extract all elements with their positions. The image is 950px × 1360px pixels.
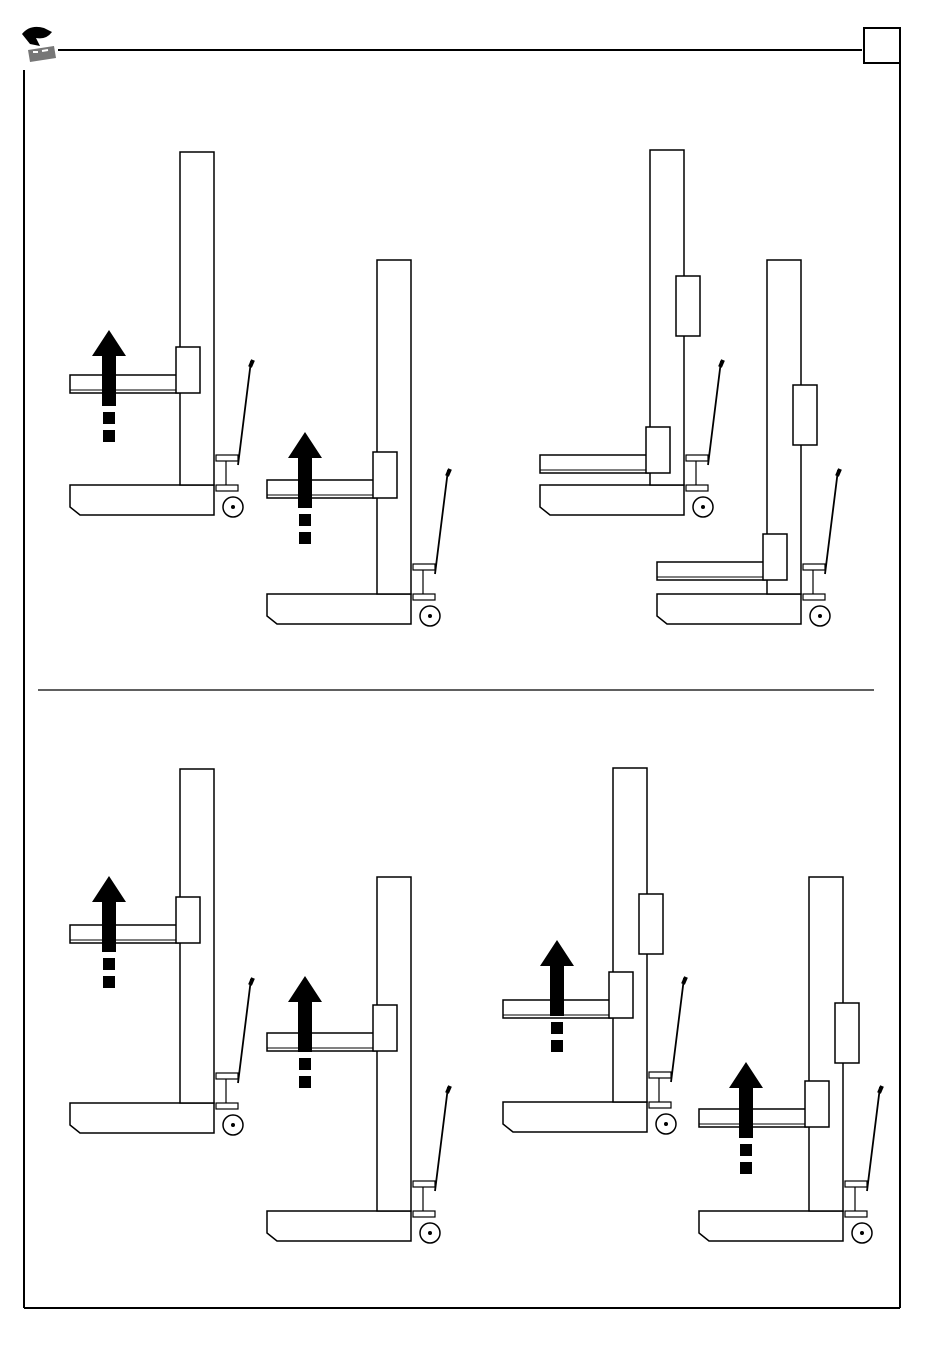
base-leg bbox=[657, 594, 801, 624]
carriage bbox=[805, 1081, 829, 1127]
arrow-dash bbox=[299, 1076, 311, 1088]
lift-raised-4 bbox=[267, 877, 450, 1243]
up-arrow-icon bbox=[540, 940, 574, 1052]
handle-bracket bbox=[413, 564, 435, 570]
wheel-hub bbox=[664, 1122, 668, 1126]
handle-bar bbox=[867, 1087, 880, 1191]
carriage bbox=[176, 347, 200, 393]
handle-bracket bbox=[803, 564, 825, 570]
counterweight bbox=[793, 385, 817, 445]
handle-bar bbox=[238, 361, 251, 465]
lift-illustrations bbox=[70, 150, 882, 1243]
arrow-dash bbox=[740, 1162, 752, 1174]
base-leg bbox=[267, 1211, 411, 1241]
counterweight bbox=[639, 894, 663, 954]
handle-bracket bbox=[216, 1073, 238, 1079]
handle-bracket bbox=[413, 1181, 435, 1187]
wheel-bracket bbox=[845, 1211, 867, 1217]
handle-bracket bbox=[649, 1072, 671, 1078]
carriage bbox=[646, 427, 670, 473]
arrow-dash bbox=[299, 1058, 311, 1070]
handle-bar bbox=[435, 470, 448, 574]
carriage bbox=[763, 534, 787, 580]
page-number-box bbox=[864, 28, 900, 63]
handle-grip bbox=[837, 469, 840, 476]
wheel-hub bbox=[701, 505, 705, 509]
arrow-dash bbox=[551, 1022, 563, 1034]
wheel-hub bbox=[860, 1231, 864, 1235]
wheel-bracket bbox=[686, 485, 708, 491]
arrow-dash bbox=[740, 1144, 752, 1156]
base-leg bbox=[267, 594, 411, 624]
arrow-dash bbox=[103, 412, 115, 424]
handle-bar bbox=[671, 978, 684, 1082]
arrow-shaft bbox=[92, 330, 126, 406]
handle-grip bbox=[447, 469, 450, 476]
handle-bar bbox=[825, 470, 838, 574]
base-leg bbox=[503, 1102, 647, 1132]
wheel-hub bbox=[231, 505, 235, 509]
wheel-bracket bbox=[649, 1102, 671, 1108]
arrow-dash bbox=[299, 532, 311, 544]
handle-bracket bbox=[686, 455, 708, 461]
wheel-bracket bbox=[803, 594, 825, 600]
handle-grip bbox=[879, 1086, 882, 1093]
wheel-bracket bbox=[413, 594, 435, 600]
wheel-bracket bbox=[216, 485, 238, 491]
handle-grip bbox=[447, 1086, 450, 1093]
wheel-bracket bbox=[413, 1211, 435, 1217]
lift-raised-3 bbox=[70, 769, 253, 1135]
counterweight bbox=[835, 1003, 859, 1063]
handle-grip bbox=[250, 978, 253, 985]
carriage bbox=[176, 897, 200, 943]
lift-lowered-1 bbox=[540, 150, 723, 517]
wheel-hub bbox=[428, 614, 432, 618]
lift-raised-6 bbox=[699, 877, 882, 1243]
handle-grip bbox=[683, 977, 686, 984]
arrow-dash bbox=[103, 430, 115, 442]
arrow-dash bbox=[299, 514, 311, 526]
wheel-hub bbox=[818, 614, 822, 618]
counterweight bbox=[676, 276, 700, 336]
carriage bbox=[609, 972, 633, 1018]
up-arrow-icon bbox=[288, 976, 322, 1088]
lift-raised-5 bbox=[503, 768, 686, 1134]
wheel-bracket bbox=[216, 1103, 238, 1109]
brand-logo-icon bbox=[22, 27, 56, 62]
handle-bar bbox=[435, 1087, 448, 1191]
handle-grip bbox=[250, 360, 253, 367]
handle-bar bbox=[708, 361, 721, 465]
carriage bbox=[373, 1005, 397, 1051]
mast bbox=[377, 260, 411, 594]
handle-bar bbox=[238, 979, 251, 1083]
base-leg bbox=[70, 485, 214, 515]
arrow-dash bbox=[103, 976, 115, 988]
handle-grip bbox=[720, 360, 723, 367]
wheel-hub bbox=[231, 1123, 235, 1127]
handle-bracket bbox=[845, 1181, 867, 1187]
arrow-dash bbox=[551, 1040, 563, 1052]
wheel-hub bbox=[428, 1231, 432, 1235]
arrow-dash bbox=[103, 958, 115, 970]
carriage bbox=[373, 452, 397, 498]
mast bbox=[180, 152, 214, 485]
handle-bracket bbox=[216, 455, 238, 461]
lift-raised-2 bbox=[267, 260, 450, 626]
base-leg bbox=[70, 1103, 214, 1133]
base-leg bbox=[540, 485, 684, 515]
lift-raised-1 bbox=[70, 152, 253, 517]
base-leg bbox=[699, 1211, 843, 1241]
